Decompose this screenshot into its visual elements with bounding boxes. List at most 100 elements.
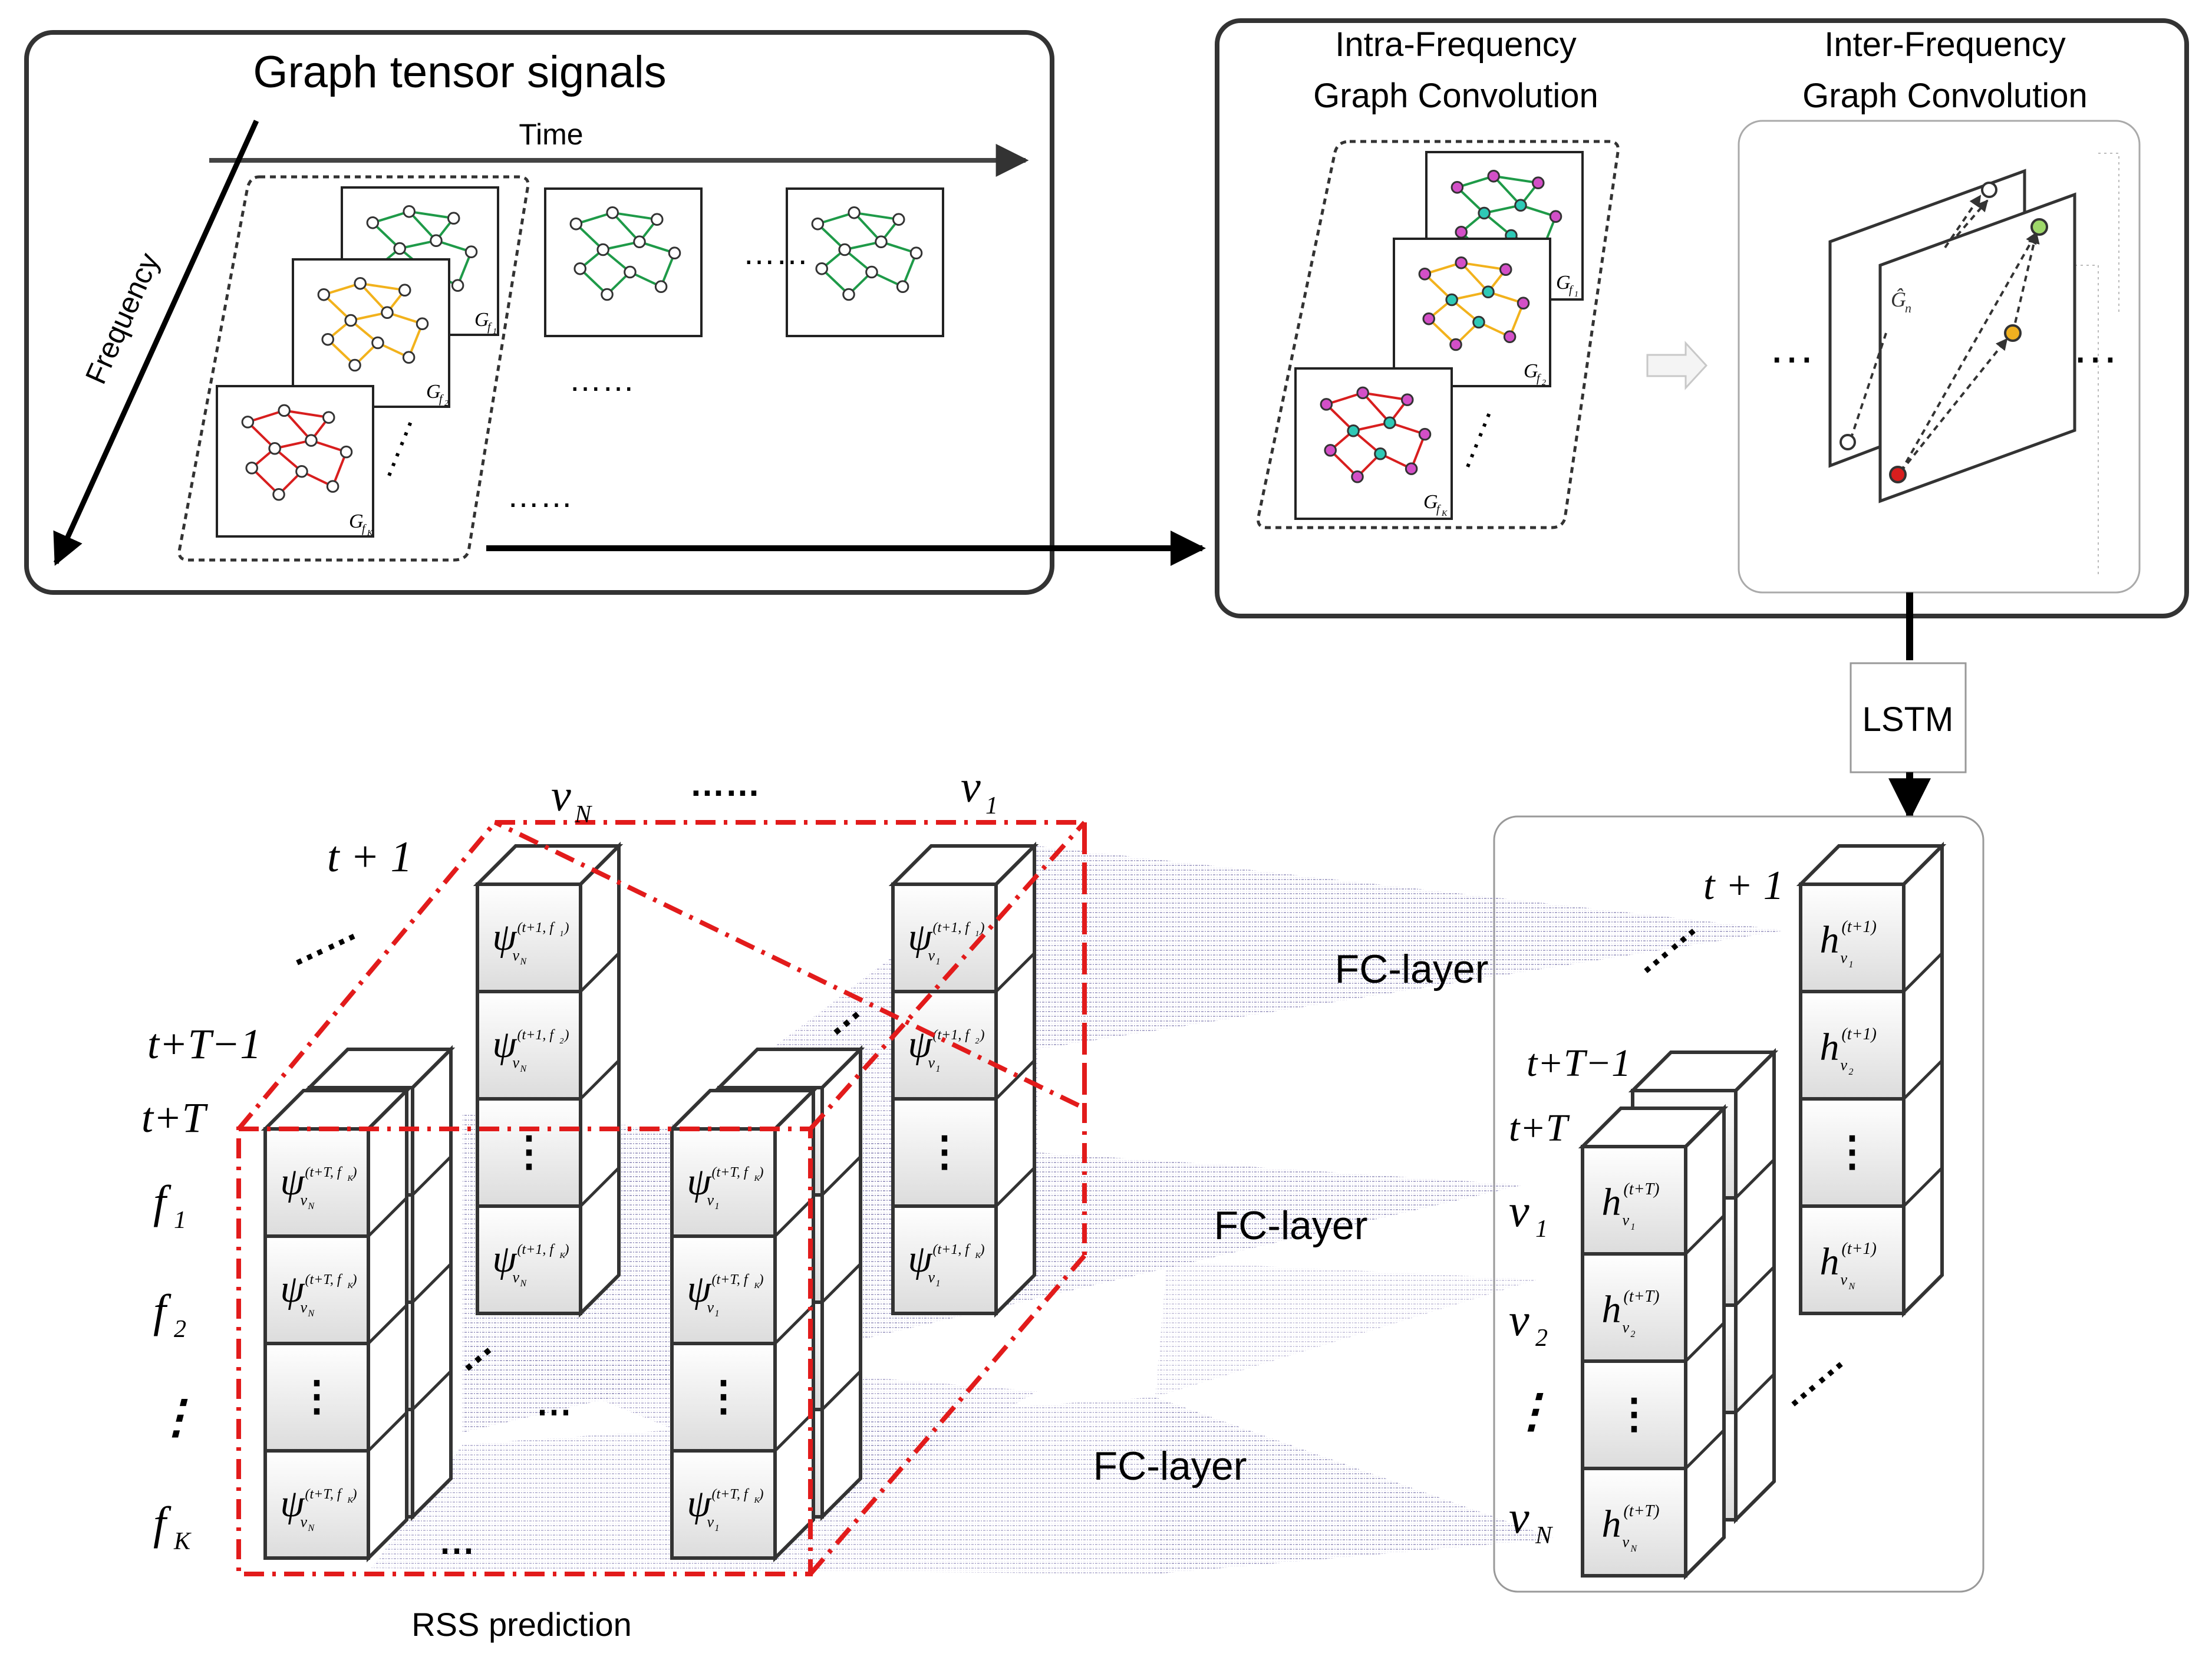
hidden-back-cell-1-symbol: h [1820, 1026, 1840, 1069]
rss-back-vN-cell-1-supend: ) [563, 1028, 569, 1043]
rss-front-v1-cell-2-dots: ⋮ [703, 1373, 744, 1419]
rss-front-v1-cell-3-supend: ) [758, 1487, 764, 1502]
rss-col-back-vN-cell [476, 1097, 582, 1208]
inter-node-orange [2004, 324, 2022, 342]
graph-label-subsub-1: 2 [444, 399, 449, 408]
rss-back-vN-cell-3-subsub: N [520, 1279, 528, 1289]
graph-t2-edge [611, 212, 641, 243]
intra-graph-f1-node [1514, 199, 1527, 212]
graph-t2-node [601, 288, 614, 301]
rss-back-v1-cell-0-sub: v [928, 947, 935, 964]
graph-f2-node [402, 351, 416, 364]
rss-col-front-v1-side-line [774, 1304, 815, 1345]
rss-f-label-3: f [153, 1497, 172, 1549]
rss-back-vN-cell-2-dots: ⋮ [509, 1128, 550, 1174]
rss-col-back-v1-cell [891, 1204, 998, 1315]
graph-f1-node [451, 279, 464, 292]
hidden-front-cell-3-sup: (t+T) [1624, 1502, 1660, 1520]
graph-f1-edge [372, 210, 410, 224]
rss-front-vN-cell-3-sup: (t+T, f [305, 1487, 343, 1502]
time-axis-label: Time [519, 118, 583, 151]
graph-f1-node [447, 212, 460, 225]
rss-back-v1-cell-0-supend: ) [979, 920, 985, 936]
rss-back-v1-cell-1-sup: (t+1, f [933, 1028, 971, 1043]
graph-t2-node [650, 213, 664, 226]
hidden-front-cell-1-symbol: h [1602, 1288, 1621, 1331]
hidden-front-cell-3-subsub: N [1630, 1544, 1638, 1554]
hidden-back-cell-2-dots: ⋮ [1832, 1128, 1873, 1174]
graph-label-2: G [349, 511, 364, 532]
rss-back-vN-cell-1-supsub: 2 [560, 1037, 564, 1046]
rss-col-front-vN-cell [263, 1127, 370, 1238]
hidden-front-cell-3-sub: v [1623, 1533, 1630, 1550]
graph-t2-node [668, 246, 681, 259]
rss-front-v1-cell-1-symbol: ψ [687, 1267, 712, 1310]
intra-graph-f2-edge [1460, 262, 1489, 293]
intra-graph-fk-node [1356, 386, 1369, 400]
rss-col-front-v1-side-line [774, 1197, 815, 1237]
hidden-back-cell-1-sub: v [1841, 1056, 1848, 1073]
rss-front-v1-cell-3-supsub: K [754, 1496, 760, 1505]
intra-graph-f1-edge [1492, 175, 1522, 206]
hidden-front-cell-2-dots: ⋮ [1614, 1391, 1655, 1437]
intra-label-sub-1: f [1537, 372, 1541, 385]
intra-label-1: G [1524, 360, 1538, 382]
hidden-t-plus-T-minus-1: t+T−1 [1527, 1042, 1631, 1085]
rss-bottom-dots: ⋯ [439, 1530, 474, 1570]
graph-tn-edge [817, 211, 855, 225]
hidden-v-label-sub-0: 1 [1535, 1216, 1548, 1243]
intra-label-sub-2: f [1436, 503, 1441, 516]
graph-fk-edge [283, 410, 312, 442]
inter-node-white-high [1981, 182, 1997, 198]
graph-fk-edge [247, 409, 285, 423]
graph-t2 [544, 187, 703, 337]
intra-graph-f2-edge [1424, 261, 1462, 275]
hidden-v-label-2: ⋮ [1509, 1385, 1555, 1437]
rss-front-v1-cell-1-supend: ) [758, 1272, 764, 1287]
rss-front-vN-cell-3-supsub: K [347, 1496, 354, 1505]
rss-f-label-sub-0: 1 [174, 1207, 186, 1234]
hidden-col-back-side-line [1903, 1059, 1943, 1100]
rss-back-vN-cell-1-sup: (t+1, f [517, 1028, 556, 1043]
lstm-box [1850, 662, 1967, 773]
rss-col-front-vN-cell [263, 1449, 370, 1560]
graph-t2-edge [612, 211, 658, 221]
graph-f1-node [393, 242, 406, 255]
inter-guide-line [2098, 153, 2119, 312]
rss-back-vN-cell-0-symbol: ψ [493, 916, 517, 959]
hidden-col-front-cell [1581, 1252, 1687, 1363]
rss-back-v1-cell-3-sub: v [928, 1269, 935, 1286]
frequency-stack-outline [177, 175, 530, 562]
rss-f-label-1: f [153, 1285, 172, 1336]
fc-layer-label-top: FC-layer [1335, 947, 1489, 992]
rss-col-back-v1 [888, 841, 1039, 1318]
time-ellipsis: …… [743, 234, 809, 271]
graph-convolution-panel: Intra-Frequency Graph Convolution Inter-… [1215, 18, 2189, 618]
hidden-back-cell-3-sub: v [1841, 1271, 1848, 1288]
rss-back-vN-cell-3-supend: ) [563, 1242, 569, 1257]
rss-front-v1-cell-3-subsub: 1 [715, 1523, 720, 1533]
rss-v1-label: v [961, 762, 981, 812]
hidden-front-cell-1-sub: v [1623, 1319, 1630, 1336]
rss-col-back-vN-side-line [579, 1059, 620, 1100]
hidden-t-plus-T: t+T [1509, 1107, 1570, 1150]
rss-front-vN-cell-0-subsub: N [308, 1201, 315, 1211]
graph-tn-node [865, 265, 878, 279]
graph-fk-edge [283, 409, 329, 419]
graph-f1-edge [408, 210, 437, 242]
inter-title-line2: Graph Convolution [1802, 77, 2088, 115]
rss-f-label-0: f [153, 1176, 172, 1227]
graph-f2-node [354, 277, 367, 290]
rss-front-vN-cell-3-symbol: ψ [281, 1482, 305, 1525]
rss-top-dots: …… [690, 764, 760, 803]
hidden-v-label-sub-1: 2 [1535, 1325, 1548, 1352]
rss-col-front-vN-cell [263, 1342, 370, 1453]
hidden-col-back-cell [1799, 990, 1906, 1101]
rss-col-front-vN-side-line [367, 1197, 408, 1237]
inter-edge-4 [2012, 232, 2040, 334]
intra-label-subsub-2: K [1441, 509, 1448, 518]
graph-fk-node [326, 480, 339, 493]
hidden-back-cell-0-symbol: h [1820, 918, 1840, 961]
hidden-col-front-side-line [1684, 1214, 1725, 1255]
